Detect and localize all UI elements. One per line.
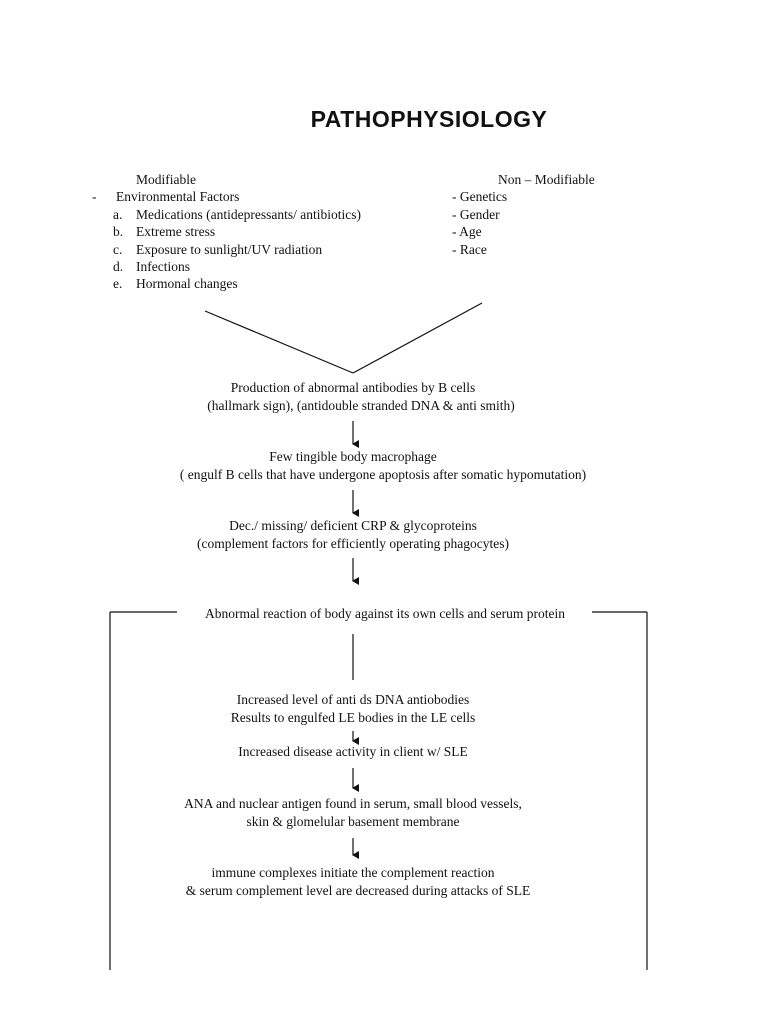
flow-step-immune-complexes: immune complexes initiate the complement… [0, 864, 706, 900]
list-item: Medications (antidepressants/ antibiotic… [136, 206, 361, 222]
non-modifiable-factors: Non – Modifiable - Genetics - Gender - A… [452, 171, 595, 258]
page-title: PATHOPHYSIOLOGY [310, 106, 548, 132]
flow-step-abnormal-reaction: Abnormal reaction of body against its ow… [205, 606, 565, 621]
flow-step-crp: Dec./ missing/ deficient CRP & glycoprot… [0, 517, 706, 553]
list-item-marker: b. [113, 224, 124, 240]
list-item-marker: c. [113, 241, 123, 257]
list-item: - Gender [452, 206, 500, 222]
flow-step-abnormal-antibodies: Production of abnormal antibodies by B c… [0, 379, 706, 415]
group-label: Environmental Factors [116, 189, 240, 205]
step-line: ANA and nuclear antigen found in serum, … [184, 796, 522, 811]
flow-step-disease-activity: Increased disease activity in client w/ … [238, 744, 468, 759]
list-item: Infections [136, 258, 190, 274]
step-line: Results to engulfed LE bodies in the LE … [230, 710, 476, 725]
step-line: Dec./ missing/ deficient CRP & glycoprot… [229, 518, 477, 533]
list-item: Exposure to sunlight/UV radiation [136, 241, 323, 257]
step-line: (complement factors for efficiently oper… [196, 536, 509, 551]
converge-line-left [204, 310, 354, 374]
step-line: immune complexes initiate the complement… [211, 865, 495, 880]
list-item: - Genetics [452, 189, 508, 205]
step-line: Production of abnormal antibodies by B c… [230, 380, 476, 395]
list-item: Extreme stress [136, 224, 216, 240]
step-line: (hallmark sign), (antidouble stranded DN… [207, 398, 515, 413]
step-line: ( engulf B cells that have undergone apo… [179, 467, 587, 482]
step-line: Increased level of anti ds DNA antiobodi… [236, 692, 470, 707]
list-item: Hormonal changes [136, 276, 238, 292]
flow-step-ana: ANA and nuclear antigen found in serum, … [0, 795, 706, 831]
list-item: - Age [452, 224, 482, 240]
step-line: & serum complement level are decreased d… [185, 883, 531, 898]
flow-step-anti-ds-dna: Increased level of anti ds DNA antiobodi… [0, 691, 706, 727]
list-item: - Race [452, 241, 487, 257]
modifiable-heading: Modifiable [136, 172, 196, 187]
non-modifiable-heading: Non – Modifiable [498, 172, 595, 187]
flow-step-macrophage: Few tingible body macrophage ( engulf B … [0, 448, 706, 484]
step-line: skin & glomelular basement membrane [246, 814, 460, 829]
list-item-marker: a. [113, 206, 123, 222]
group-marker: - [92, 189, 97, 205]
list-item-marker: e. [113, 276, 123, 292]
list-item-marker: d. [113, 258, 124, 274]
converge-line-right [352, 302, 483, 374]
step-line: Few tingible body macrophage [269, 449, 437, 464]
